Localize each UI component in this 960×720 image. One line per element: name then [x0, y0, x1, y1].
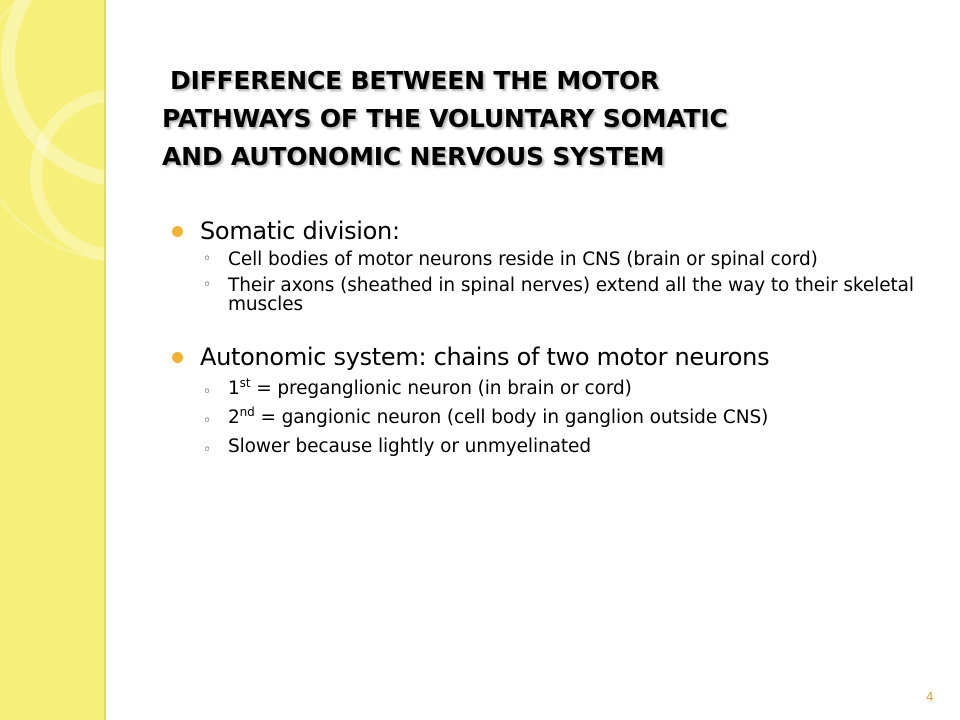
slide-title-line: Difference between the motor: [170, 66, 660, 95]
bullet-dot-icon: [172, 352, 183, 363]
list-item-text: = gangionic neuron (cell body in ganglio…: [254, 407, 769, 428]
slide-title-line: and autonomic nervous system: [162, 142, 665, 171]
list-item: ◦ 2nd = gangionic neuron (cell body in g…: [170, 405, 940, 431]
ring-bullet-icon: ◦: [203, 277, 212, 293]
list-item-text: Their axons (sheathed in spinal nerves) …: [228, 275, 914, 315]
decorative-circles-graphic: [0, 0, 104, 261]
page-number: 4: [926, 690, 934, 704]
sub-bullet-list: ◦ Cell bodies of motor neurons reside in…: [170, 250, 940, 314]
list-item: ◦ Cell bodies of motor neurons reside in…: [170, 250, 940, 269]
list-item-text: = preganglionic neuron (in brain or cord…: [250, 378, 632, 399]
somatic-division-section: Somatic division: ◦ Cell bodies of motor…: [170, 214, 940, 314]
ordinal-number: 2: [228, 407, 240, 428]
section-heading: Somatic division:: [170, 214, 940, 248]
autonomic-system-section: Autonomic system: chains of two motor ne…: [170, 340, 940, 460]
section-heading-text: Autonomic system: chains of two motor ne…: [200, 343, 770, 371]
list-item-text: Slower because lightly or unmyelinated: [228, 436, 591, 457]
bullet-dot-icon: [172, 226, 183, 237]
list-item: ◦ Slower because lightly or unmyelinated: [170, 434, 940, 460]
list-item-text: Cell bodies of motor neurons reside in C…: [228, 249, 818, 270]
section-heading: Autonomic system: chains of two motor ne…: [170, 340, 940, 374]
ring-bullet-icon: ◦: [203, 251, 212, 267]
ordinal-suffix: st: [239, 375, 251, 390]
side-panel-edge: [104, 0, 106, 720]
list-item: ◦ Their axons (sheathed in spinal nerves…: [170, 276, 940, 314]
ordinal-number: 1: [228, 378, 240, 399]
ring-bullet-icon: ◦: [203, 442, 212, 458]
ordinal-suffix: nd: [239, 404, 255, 419]
ring-bullet-icon: ◦: [203, 384, 212, 400]
sub-bullet-list: ◦ 1st = preganglionic neuron (in brain o…: [170, 376, 940, 460]
slide-body: Somatic division: ◦ Cell bodies of motor…: [170, 214, 940, 486]
list-item: ◦ 1st = preganglionic neuron (in brain o…: [170, 376, 940, 402]
decorative-side-panel: [0, 0, 104, 720]
section-heading-text: Somatic division:: [200, 217, 400, 245]
ring-bullet-icon: ◦: [203, 413, 212, 429]
slide-title-line: pathways of the voluntary somatic: [162, 104, 728, 133]
slide-title: Difference between the motor pathways of…: [162, 62, 902, 176]
